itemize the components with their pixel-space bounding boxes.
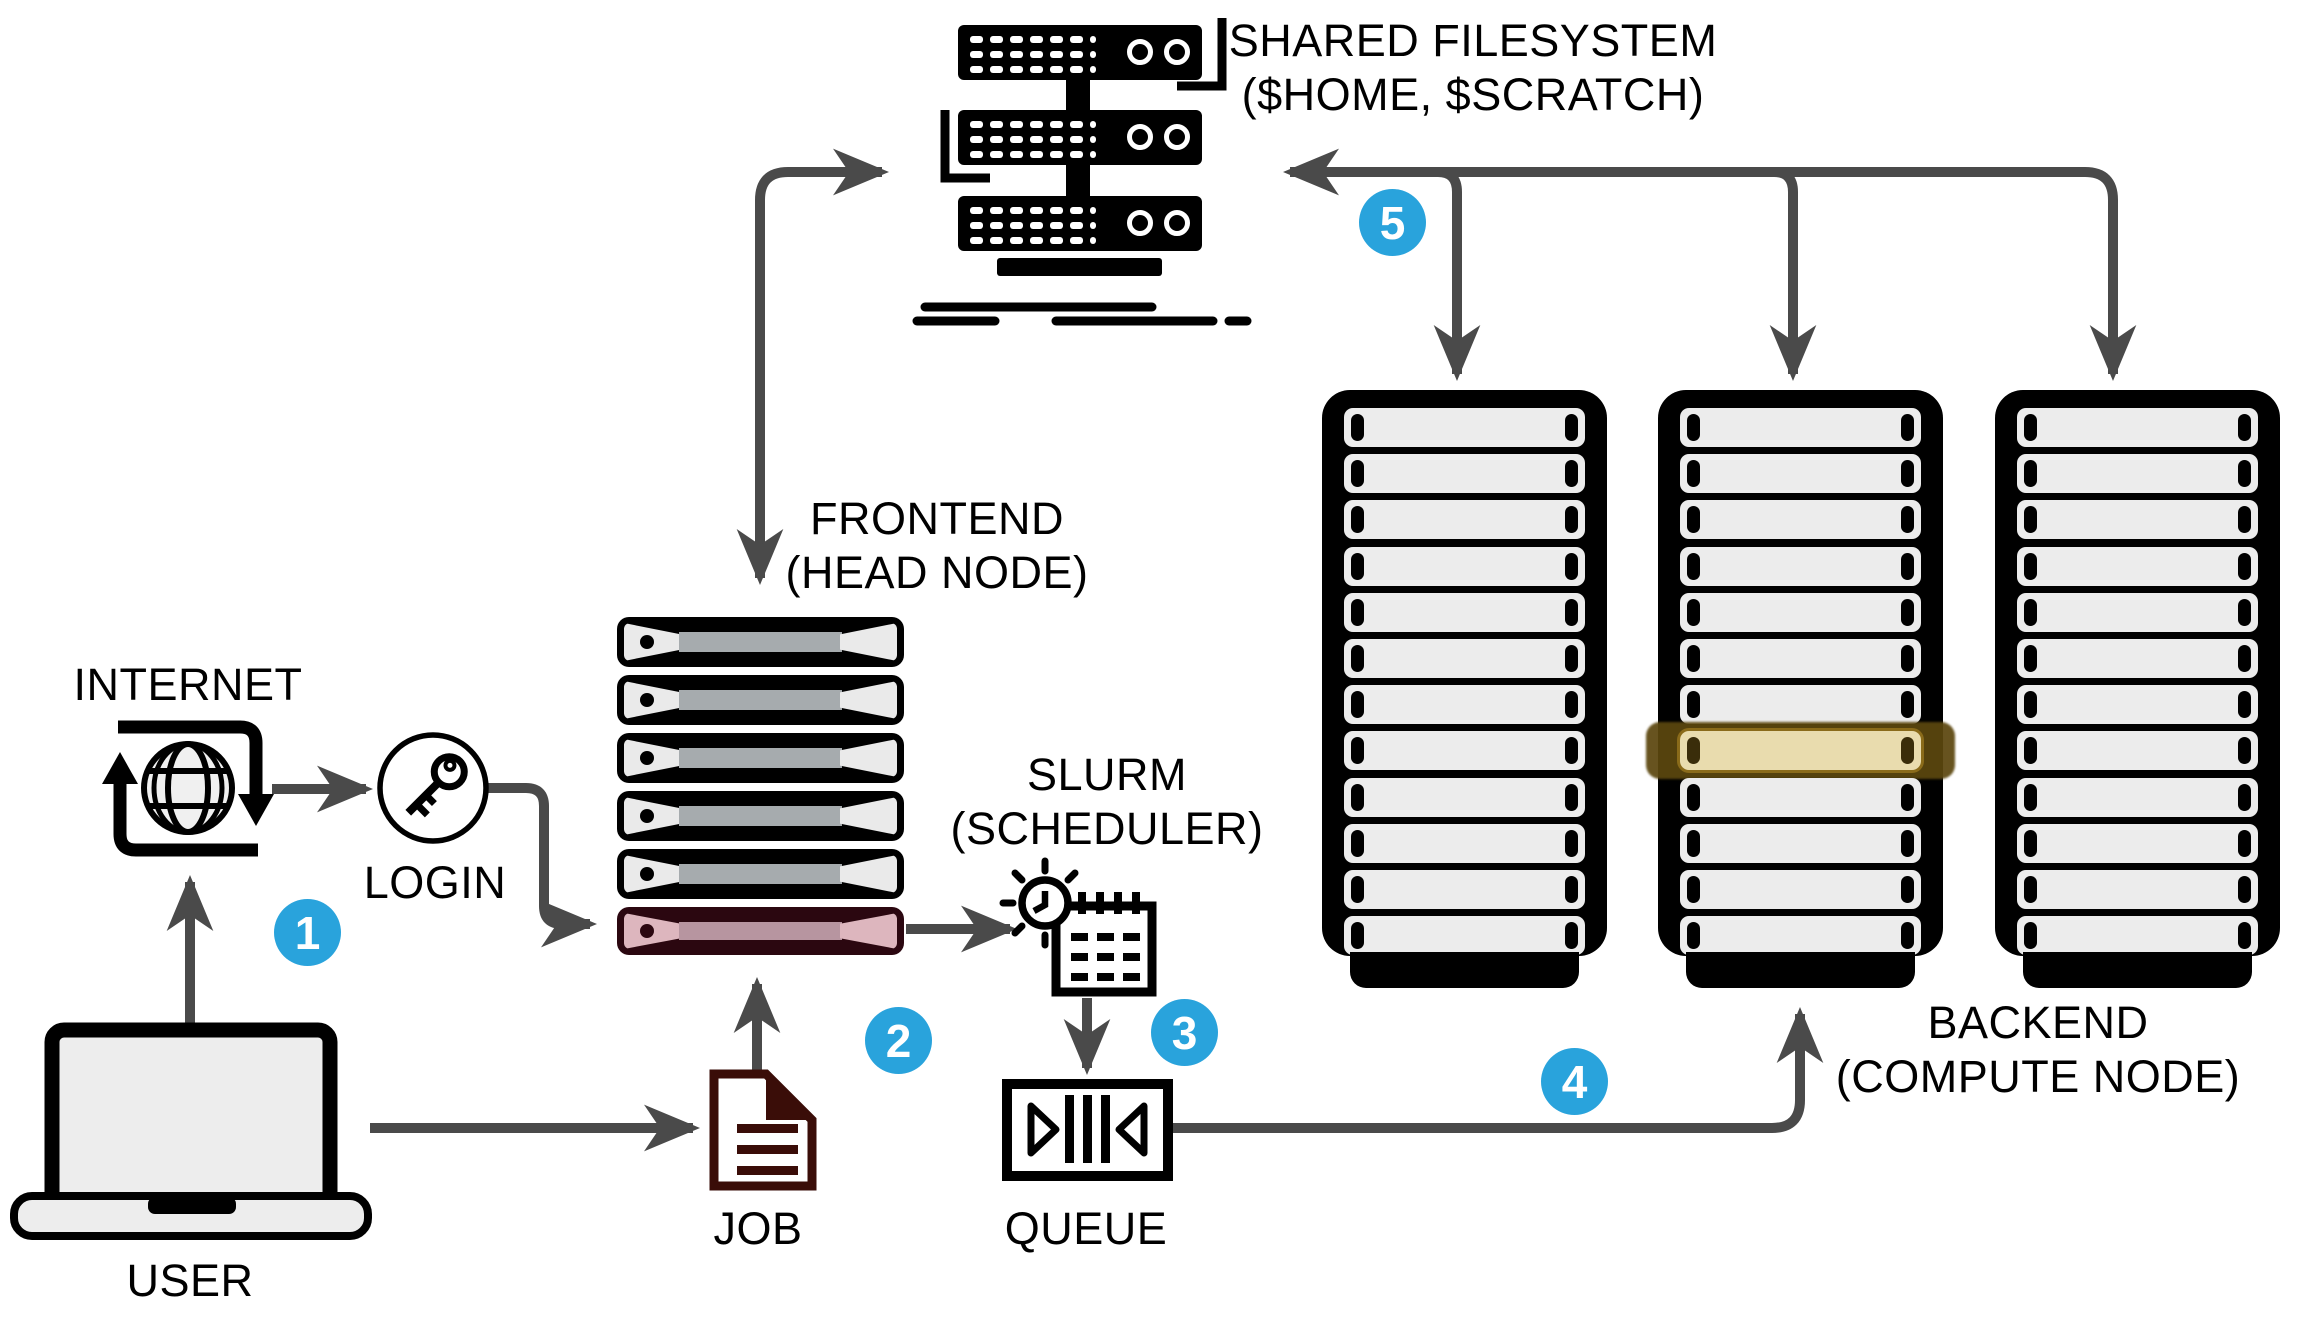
step-badge-3: 3: [1151, 999, 1218, 1066]
job-document-icon: [709, 1069, 817, 1191]
compute-slot: [1344, 823, 1585, 863]
compute-slot: [1680, 777, 1921, 817]
compute-slot: [2017, 592, 2258, 632]
compute-slot: [1680, 685, 1921, 725]
frontend-rack: [617, 617, 904, 959]
compute-slot: [2017, 916, 2258, 956]
queue-label: QUEUE: [1004, 1203, 1168, 1254]
compute-slot: [2017, 685, 2258, 725]
compute-slot: [1344, 685, 1585, 725]
compute-slot: [1344, 916, 1585, 956]
frontend-blade: [617, 617, 904, 667]
compute-slot: [1680, 546, 1921, 586]
compute-slot-active: [1680, 731, 1921, 771]
backend-rack-1: [1322, 390, 1607, 988]
compute-slot: [1344, 777, 1585, 817]
filesystem-leds: [970, 36, 1096, 244]
compute-slot: [2017, 777, 2258, 817]
login-label: LOGIN: [363, 857, 507, 908]
compute-slot: [1344, 408, 1585, 447]
rack-pedestal: [2023, 952, 2252, 988]
backend-rack-2: [1646, 390, 1955, 988]
bracket-bottom-left: [940, 110, 990, 183]
bracket-top-right: [1177, 18, 1227, 91]
rack-pedestal: [1350, 952, 1579, 988]
compute-slot: [1344, 500, 1585, 540]
login-key-icon: [377, 732, 489, 844]
step-badge-5: 5: [1359, 189, 1426, 256]
compute-slot: [2017, 408, 2258, 447]
clock-hands: [1032, 891, 1049, 914]
compute-slot: [2017, 823, 2258, 863]
compute-slot: [1680, 823, 1921, 863]
backend-label: BACKEND (COMPUTE NODE): [1835, 997, 2241, 1102]
compute-slot: [2017, 731, 2258, 771]
arrow-filesystem-rack1-branch: [1433, 167, 1481, 381]
frontend-blade: [617, 907, 904, 955]
step-badge-1: 1: [274, 899, 341, 966]
user-label: USER: [126, 1255, 254, 1306]
internet-label: INTERNET: [73, 659, 303, 710]
shared-filesystem-icon: [912, 18, 1252, 326]
compute-slot: [1344, 731, 1585, 771]
job-label: JOB: [713, 1203, 803, 1254]
slurm-scheduler-icon: [999, 857, 1157, 997]
compute-slot: [2017, 639, 2258, 678]
queue-icon: [1002, 1079, 1173, 1181]
step-badge-4: 4: [1541, 1048, 1608, 1115]
frontend-blade: [617, 791, 904, 841]
frontend-blade: [617, 733, 904, 783]
arrow-queue-compute: [1170, 1007, 1824, 1133]
compute-slot: [1680, 639, 1921, 678]
step-badge-2: 2: [865, 1007, 932, 1074]
user-laptop-icon: [10, 1022, 372, 1240]
frontend-label: FRONTEND (HEAD NODE): [785, 493, 1089, 598]
internet-globe-icon: [102, 720, 274, 857]
compute-slot: [1680, 916, 1921, 956]
filesystem-ports: [1127, 39, 1190, 236]
clock-rays: [999, 857, 1079, 949]
compute-slot: [1344, 454, 1585, 494]
rack-pedestal: [1686, 952, 1915, 988]
compute-slot: [1680, 870, 1921, 909]
compute-slot: [1680, 500, 1921, 540]
compute-slot: [1344, 870, 1585, 909]
compute-slot: [1344, 546, 1585, 586]
shared-filesystem-label: SHARED FILESYSTEM ($HOME, $SCRATCH): [1228, 15, 1718, 120]
calendar-grid: [1071, 933, 1140, 981]
compute-slot: [1680, 408, 1921, 447]
slurm-label: SLURM (SCHEDULER): [950, 749, 1264, 854]
compute-slot: [2017, 500, 2258, 540]
backend-rack-3: [1995, 390, 2280, 988]
arrow-compute-filesystem-trunk: [1283, 148, 2137, 381]
frontend-blade: [617, 849, 904, 899]
compute-slot: [2017, 870, 2258, 909]
compute-slot: [1680, 454, 1921, 494]
ground-lines: [912, 302, 1252, 326]
compute-slot: [1680, 592, 1921, 632]
frontend-blade: [617, 675, 904, 725]
compute-slot: [1344, 592, 1585, 632]
arrow-login-frontend: [488, 783, 597, 948]
compute-slot: [2017, 454, 2258, 494]
compute-slot: [1344, 639, 1585, 678]
arrow-frontend-filesystem: [736, 148, 889, 585]
compute-slot: [2017, 546, 2258, 586]
arrow-filesystem-rack2-branch: [1769, 167, 1817, 381]
